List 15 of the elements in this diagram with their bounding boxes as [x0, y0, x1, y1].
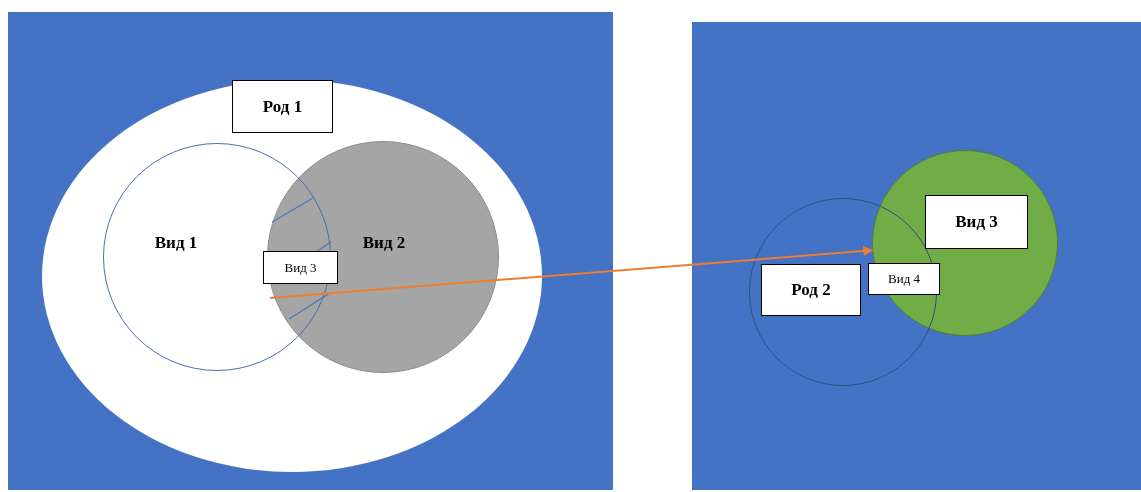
label-text: Род 1 — [262, 96, 303, 117]
background-panel — [692, 22, 1141, 490]
label-box — [232, 80, 333, 133]
label-text: Вид 3 — [284, 259, 317, 276]
arrow — [269, 246, 874, 299]
label-box — [868, 263, 940, 295]
label-text: Вид 3 — [955, 212, 998, 232]
label-text: Вид 1 — [154, 233, 198, 253]
label-box — [761, 264, 861, 316]
label-box — [263, 251, 338, 284]
background-panel — [8, 12, 613, 490]
label-box — [925, 195, 1028, 249]
label-text: Вид 2 — [362, 233, 406, 253]
label-text: Вид 4 — [888, 271, 920, 287]
label-text: Род 2 — [791, 280, 831, 300]
